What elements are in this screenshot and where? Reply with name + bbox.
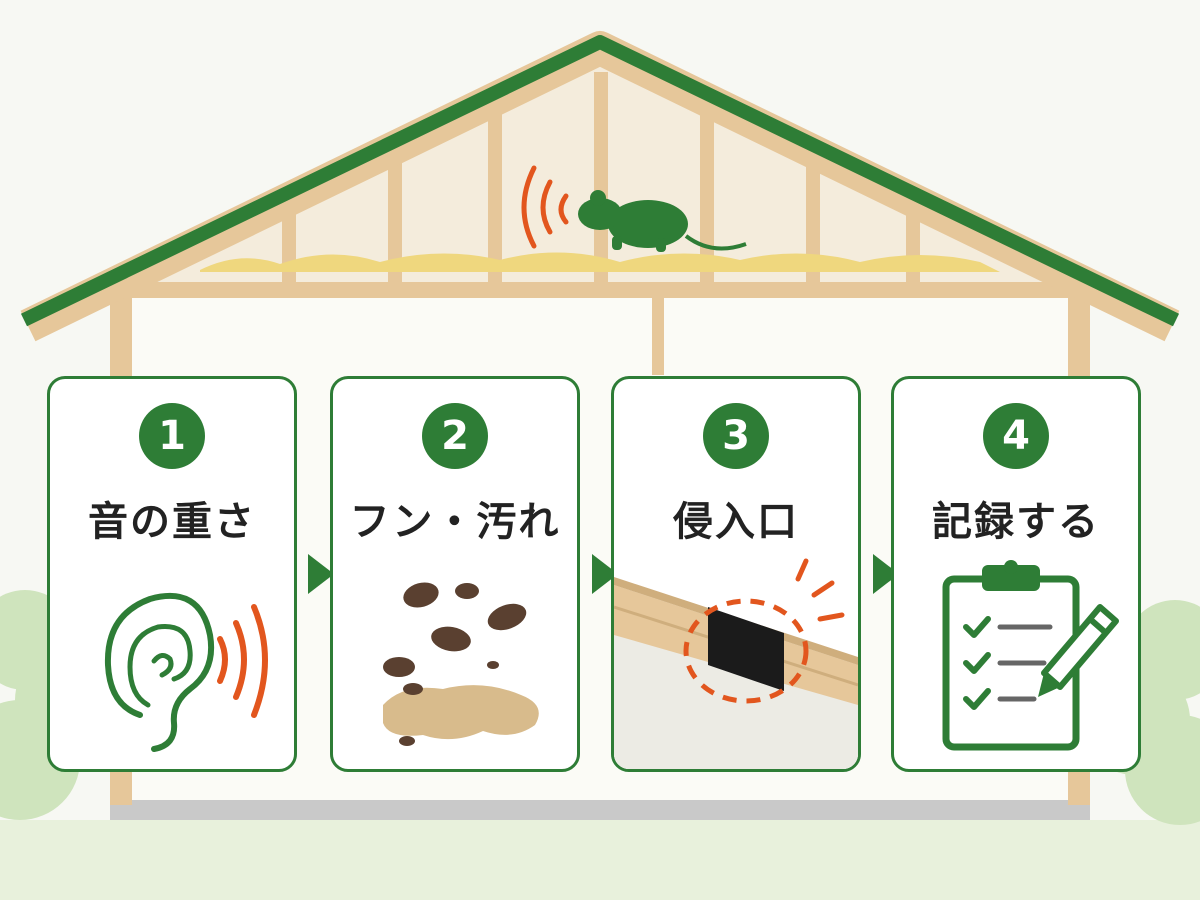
arrow-icon xyxy=(308,554,334,594)
step-card-3: 3 侵入口 xyxy=(611,376,861,772)
roof xyxy=(20,35,1180,327)
entry-hole-icon xyxy=(614,555,858,769)
insulation xyxy=(200,252,1000,272)
step-card-4: 4 記録する xyxy=(891,376,1141,772)
step-card-2: 2 フン・汚れ xyxy=(330,376,580,772)
step-title: 記録する xyxy=(932,499,1100,545)
foundation xyxy=(110,800,1090,820)
step-number-badge: 1 xyxy=(139,403,205,469)
pencil-icon xyxy=(1038,604,1119,697)
entry-hole xyxy=(708,607,784,691)
clipboard-icon xyxy=(942,560,1119,751)
step-title: 侵入口 xyxy=(673,499,799,545)
step-number-badge: 3 xyxy=(703,403,769,469)
step-number-badge: 2 xyxy=(422,403,488,469)
step-card-1: 1 音の重さ xyxy=(47,376,297,772)
rat-icon xyxy=(578,190,747,252)
step-title: 音の重さ xyxy=(88,499,256,545)
step-title: フン・汚れ xyxy=(349,499,561,545)
sound-waves-icon xyxy=(217,604,268,718)
sound-waves-attic xyxy=(521,165,569,249)
droppings-icon xyxy=(383,582,539,746)
ceiling-beam xyxy=(110,282,1090,298)
ground xyxy=(0,820,1200,900)
step-number-badge: 4 xyxy=(983,403,1049,469)
ear-icon xyxy=(104,592,268,752)
